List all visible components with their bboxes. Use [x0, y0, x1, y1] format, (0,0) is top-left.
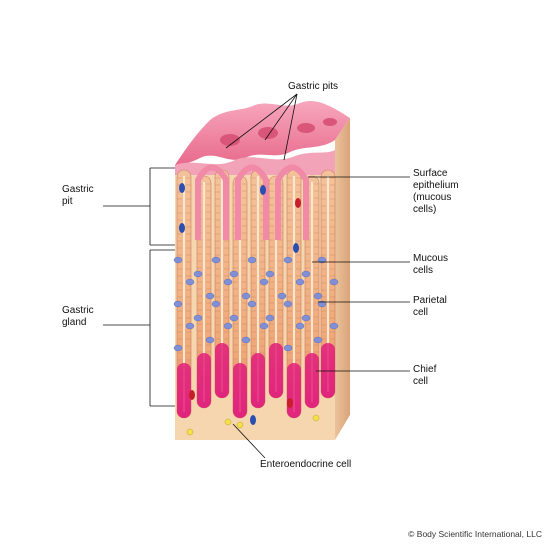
label-line: cell [413, 307, 429, 318]
parietal-cell [329, 322, 339, 330]
parietal-cell [283, 256, 293, 264]
parietal-cell [211, 256, 221, 264]
chief-cell-zone [215, 343, 229, 398]
pit-opening [323, 118, 337, 126]
parietal-cell [259, 322, 269, 330]
enteroendocrine-cell [186, 428, 194, 436]
vessel-or-nucleus [293, 243, 299, 253]
parietal-cell [223, 278, 233, 286]
label-line: gland [62, 317, 87, 328]
parietal-cell [173, 300, 183, 308]
parietal-cell [205, 336, 215, 344]
gastric-pit-fold [195, 164, 229, 240]
parietal-cell [301, 270, 311, 278]
chief-cell-zone [197, 353, 211, 408]
parietal-cell [211, 300, 221, 308]
vessel-or-nucleus [179, 223, 185, 233]
vessel-or-nucleus [260, 185, 266, 195]
pit-opening [297, 123, 315, 133]
label-line: cell [413, 376, 429, 387]
parietal-cell [329, 278, 339, 286]
enteroendocrine-cell [312, 414, 320, 422]
parietal-cell [193, 270, 203, 278]
chief-cell-zone [251, 353, 265, 408]
chief-cell-zone [305, 353, 319, 408]
vessel-or-nucleus [189, 390, 195, 400]
block-side-face [335, 118, 350, 440]
label-line: Chief [413, 364, 437, 375]
parietal-cell [247, 300, 257, 308]
label-mucous-cells: Mucous cells [413, 253, 448, 277]
label-parietal-cell: Parietal cell [413, 295, 447, 319]
label-line: Gastric [62, 184, 94, 195]
parietal-cell [301, 314, 311, 322]
parietal-cell [247, 256, 257, 264]
parietal-cell [241, 292, 251, 300]
label-line: Gastric [62, 305, 94, 316]
copyright-notice: © Body Scientific International, LLC [408, 529, 542, 539]
chief-cell-zone [233, 363, 247, 418]
parietal-cell [185, 278, 195, 286]
parietal-cell [185, 322, 195, 330]
enteroendocrine-cell [236, 421, 244, 429]
parietal-cell [223, 322, 233, 330]
gastric-pit-fold [275, 164, 309, 240]
pit-opening [220, 134, 240, 146]
parietal-cell [173, 256, 183, 264]
parietal-cell [313, 292, 323, 300]
parietal-cell [295, 278, 305, 286]
label-line: pit [62, 196, 73, 207]
leader-line [264, 93, 298, 141]
label-line: Parietal [413, 295, 447, 306]
vessel-or-nucleus [287, 398, 293, 408]
label-gastric-pits: Gastric pits [288, 81, 339, 92]
vessel-or-nucleus [250, 415, 256, 425]
parietal-cell [317, 300, 327, 308]
chief-cell-zone [177, 363, 191, 418]
pit-opening [258, 127, 278, 139]
label-line: cells [413, 265, 434, 276]
label-gastric-gland: Gastric gland [62, 305, 94, 329]
label-line: Mucous [413, 253, 449, 264]
label-chief-cell: Chief cell [413, 364, 436, 388]
label-enteroendocrine-cell: Enteroendocrine cell [260, 459, 352, 470]
parietal-cell [173, 344, 183, 352]
parietal-cell [313, 336, 323, 344]
label-line: Surface [413, 168, 448, 179]
parietal-cell [193, 314, 203, 322]
parietal-cell [241, 336, 251, 344]
chief-cell-zone [321, 343, 335, 398]
parietal-cell [229, 314, 239, 322]
leader-line [283, 93, 298, 161]
parietal-cell [265, 270, 275, 278]
label-line: (mucous [413, 192, 452, 203]
parietal-cell [229, 270, 239, 278]
label-line: epithelium [413, 180, 459, 191]
gastric-glands [176, 164, 336, 419]
parietal-cell [283, 300, 293, 308]
leader-line [232, 423, 266, 459]
label-line: cells) [413, 204, 437, 215]
chief-cell-zone [287, 363, 301, 418]
enteroendocrine-cell [224, 418, 232, 426]
leader-lines [103, 93, 410, 459]
chief-cell-zone [269, 343, 283, 398]
gastric-pit-fold [235, 164, 269, 240]
parietal-cell [277, 292, 287, 300]
label-gastric-pit: Gastric pit [62, 184, 94, 208]
parietal-cell [259, 278, 269, 286]
parietal-cell [317, 256, 327, 264]
parietal-cell [283, 344, 293, 352]
parietal-cell [265, 314, 275, 322]
parietal-cell [295, 322, 305, 330]
label-surface-epithelium: Surface epithelium (mucous cells) [413, 168, 459, 216]
leader-line [225, 93, 298, 149]
parietal-cell [205, 292, 215, 300]
vessel-or-nucleus [295, 198, 301, 208]
cells [173, 183, 339, 436]
vessel-or-nucleus [179, 183, 185, 193]
